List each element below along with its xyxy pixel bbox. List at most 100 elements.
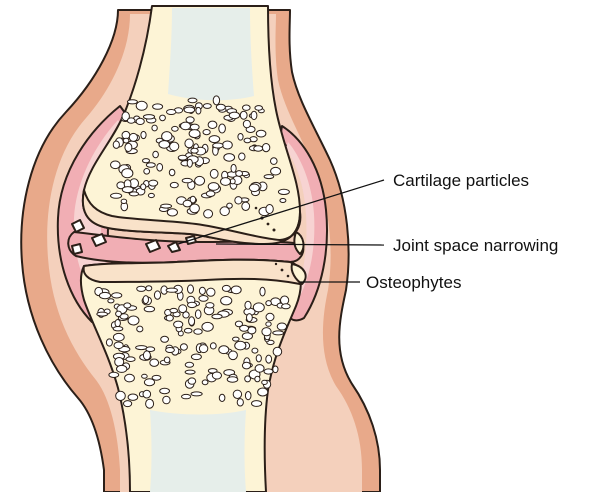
trabecula: [239, 153, 245, 160]
trabecula: [231, 164, 236, 172]
trabecula: [278, 189, 289, 194]
trabecula: [183, 312, 189, 318]
trabecula: [125, 143, 132, 151]
trabecula: [199, 296, 208, 302]
trabecula: [242, 362, 250, 369]
trabecula: [126, 357, 135, 362]
trabecula: [167, 209, 177, 216]
trabecula: [221, 297, 232, 305]
trabecula: [233, 337, 240, 341]
trabecula: [195, 176, 205, 185]
trabecula: [122, 131, 130, 138]
trabecula: [144, 306, 154, 311]
trabecula: [219, 346, 229, 354]
trabecula: [262, 380, 268, 384]
trabecula: [113, 333, 124, 341]
trabecula: [219, 394, 225, 401]
trabecula: [229, 112, 239, 119]
trabecula: [123, 138, 129, 143]
trabecula: [188, 378, 196, 384]
trabecula: [206, 191, 215, 197]
trabecula: [136, 346, 147, 350]
trabecula: [212, 372, 221, 379]
label-osteophytes: Osteophytes: [366, 273, 461, 292]
trabecula: [116, 311, 122, 316]
trabecula: [207, 288, 215, 296]
trabecula: [208, 183, 219, 191]
trabecula: [244, 138, 251, 143]
trabecula: [191, 148, 198, 153]
trabecula: [222, 285, 230, 291]
trabecula: [184, 328, 192, 333]
trabecula: [203, 104, 211, 109]
trabecula: [182, 394, 191, 398]
trabecula: [143, 115, 154, 119]
trabecula: [99, 292, 110, 298]
trabecula: [254, 146, 263, 151]
trabecula: [116, 391, 126, 400]
trabecula: [117, 365, 127, 372]
trabecula: [124, 303, 131, 308]
trabecula: [157, 164, 163, 172]
trabecula: [199, 287, 205, 294]
trabecula: [195, 310, 201, 319]
trabecula: [180, 344, 187, 350]
trabecula: [196, 107, 201, 114]
trabecula: [256, 130, 266, 137]
tibia-cartilage: [84, 260, 302, 284]
trabecula: [174, 321, 183, 328]
trabecula: [160, 115, 166, 121]
trabecula: [229, 351, 238, 360]
trabecula: [169, 169, 175, 175]
trabecula: [235, 197, 242, 204]
trabecula: [146, 286, 152, 291]
trabecula: [262, 144, 269, 152]
trabecula: [114, 342, 123, 349]
trabecula: [191, 354, 201, 360]
trabecula: [194, 329, 202, 334]
trabecula: [161, 204, 172, 208]
trabecula: [235, 341, 246, 350]
trabecula: [150, 359, 159, 366]
trabecula: [266, 313, 274, 320]
trabecula: [273, 347, 282, 356]
trabecula: [182, 178, 192, 182]
trabecula: [253, 303, 264, 312]
label-cartilage-particles: Cartilage particles: [393, 171, 529, 190]
trabecula: [152, 375, 161, 380]
trabecula: [252, 401, 262, 407]
trabecula: [191, 392, 202, 396]
trabecula: [166, 315, 173, 321]
trabecula: [210, 343, 216, 349]
trabecula: [243, 120, 250, 128]
trabecula: [221, 178, 231, 186]
trabecula: [164, 357, 170, 363]
trabecula: [108, 299, 114, 303]
trabecula: [188, 302, 197, 307]
trabecula: [106, 339, 112, 346]
trabecula: [245, 376, 251, 382]
trabecula: [188, 285, 194, 293]
trabecula: [184, 107, 195, 113]
trabecula: [154, 291, 160, 299]
trabecula: [136, 118, 144, 124]
trabecula: [137, 286, 146, 291]
trabecula: [223, 141, 233, 149]
trabecula: [97, 312, 108, 316]
trabecula: [264, 369, 273, 374]
trabecula: [247, 314, 253, 322]
trabecula: [266, 322, 271, 326]
trabecula: [162, 132, 172, 141]
trabecula: [178, 155, 187, 160]
trabecula: [260, 287, 265, 296]
trabecula: [185, 370, 195, 374]
tibia-marrow-cavity: [150, 410, 246, 492]
trabecula: [166, 288, 177, 292]
trabecula: [152, 125, 157, 131]
trabecula: [137, 326, 143, 332]
trabecula: [128, 316, 139, 325]
trabecula: [141, 131, 146, 138]
trabecula: [188, 98, 197, 103]
